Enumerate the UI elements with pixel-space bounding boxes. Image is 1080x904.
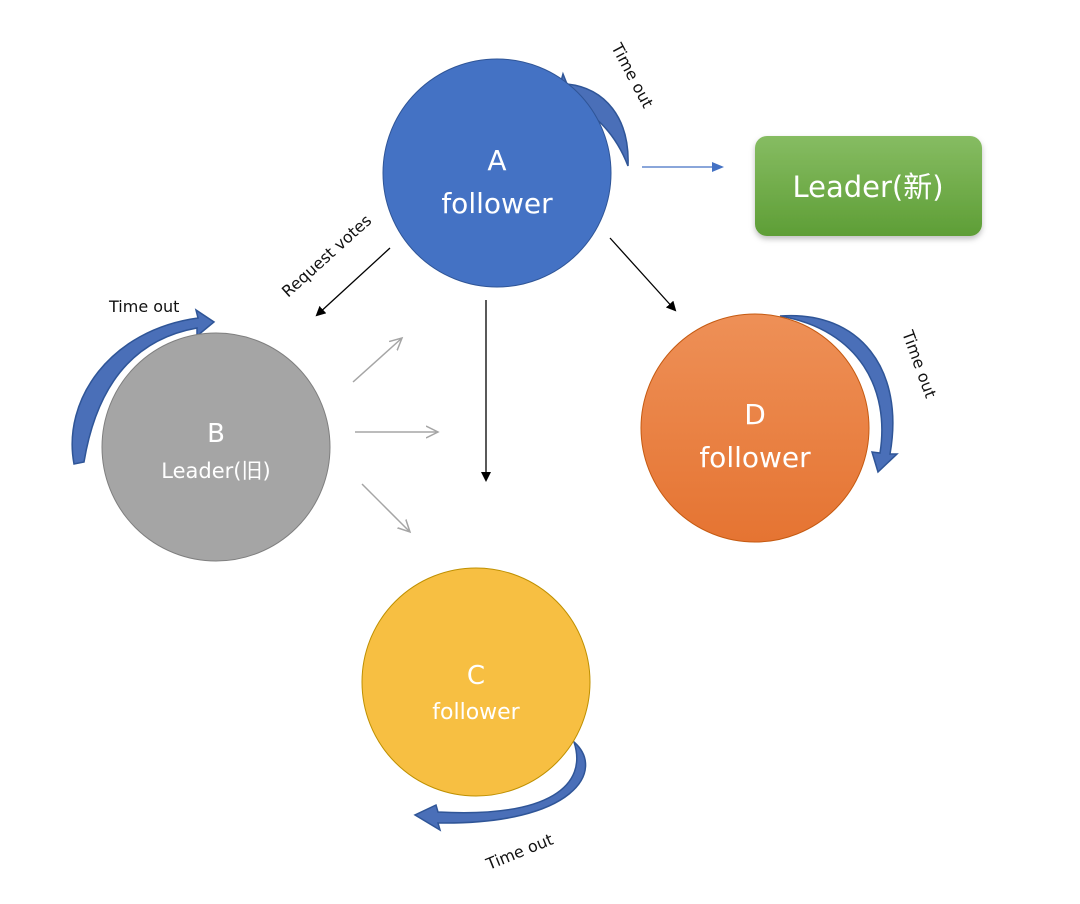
timeout-label-c: Time out [482, 830, 555, 874]
timeout-label-a: Time out [607, 39, 657, 111]
timeout-arrow-c [413, 739, 587, 832]
edge-a-to-b [315, 247, 391, 317]
node-a-role: follower [441, 187, 553, 220]
node-d-circle [640, 313, 870, 543]
new-leader-label: Leader(新) [792, 170, 943, 204]
timeout-label-b: Time out [108, 297, 179, 316]
node-b-circle [101, 332, 331, 562]
timeout-arrow-b [71, 308, 216, 465]
node-c-letter: C [467, 661, 485, 691]
timeout-arrow-d [779, 314, 899, 474]
new-leader-box [755, 136, 982, 236]
node-c-circle [361, 567, 591, 797]
node-b-letter: B [207, 419, 225, 449]
edge-a-to-d [609, 237, 677, 312]
edge-b-gray-down [361, 483, 410, 532]
request-votes-label: Request votes [278, 211, 375, 301]
timeout-label-d: Time out [898, 327, 940, 401]
edge-b-gray-up [352, 338, 402, 383]
node-b-role: Leader(旧) [161, 459, 270, 483]
node-a-circle [382, 58, 612, 288]
node-c-role: follower [432, 700, 520, 725]
node-a-letter: A [487, 144, 506, 177]
node-d-letter: D [744, 398, 766, 431]
node-d-role: follower [699, 441, 811, 474]
